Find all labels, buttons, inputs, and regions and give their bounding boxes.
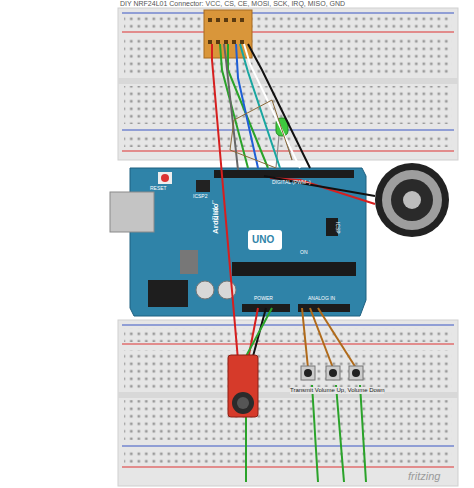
breadboard-bottom: [118, 320, 458, 486]
arduino-uno: [110, 168, 366, 316]
push-buttons: [301, 366, 363, 380]
board-label: DIGITAL (PWM~): [272, 180, 311, 186]
button-label: Transmit Volume Up, Volume Down: [290, 387, 384, 394]
board-label: ON: [300, 250, 308, 256]
speaker: [375, 163, 449, 237]
board-label: POWER: [254, 296, 273, 302]
model-label: UNO: [252, 234, 274, 245]
board-label: RESET: [150, 186, 167, 192]
diagram-title: DIY NRF24L01 Connector: VCC, CS, CE, MOS…: [120, 0, 345, 8]
breadboard-top: [118, 8, 458, 160]
watermark: fritzing: [408, 470, 440, 482]
wires: [212, 44, 375, 482]
board-label: ANALOG IN: [308, 296, 335, 302]
microphone-module: [228, 355, 258, 417]
board-label: ICSP2: [193, 194, 207, 200]
board-label: ICSP: [335, 222, 341, 234]
brand-label: Arduino: [212, 203, 221, 234]
